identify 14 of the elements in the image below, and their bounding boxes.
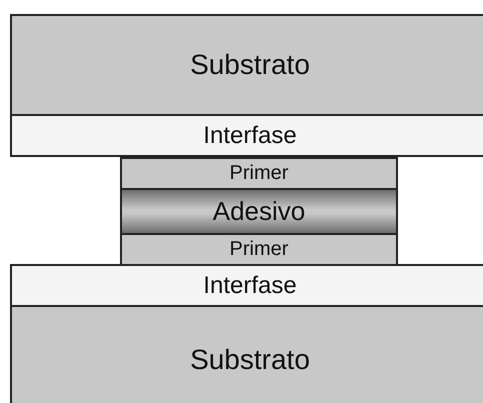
substrate-layer — [10, 305, 483, 403]
interface-layer — [10, 114, 483, 157]
adhesive-layer — [120, 188, 398, 235]
layer-label: Primer — [230, 238, 288, 261]
substrate-layer — [10, 14, 483, 116]
layer-label: Substrato — [190, 49, 310, 81]
primer-layer — [120, 233, 398, 266]
layer-label: Adesivo — [212, 196, 306, 227]
layer-label: Interfase — [203, 272, 297, 300]
interface-layer — [10, 264, 483, 307]
layer-label: Interfase — [203, 122, 297, 150]
layer-label: Primer — [230, 162, 288, 185]
layer-label: Substrato — [190, 344, 310, 376]
primer-layer — [120, 157, 398, 190]
